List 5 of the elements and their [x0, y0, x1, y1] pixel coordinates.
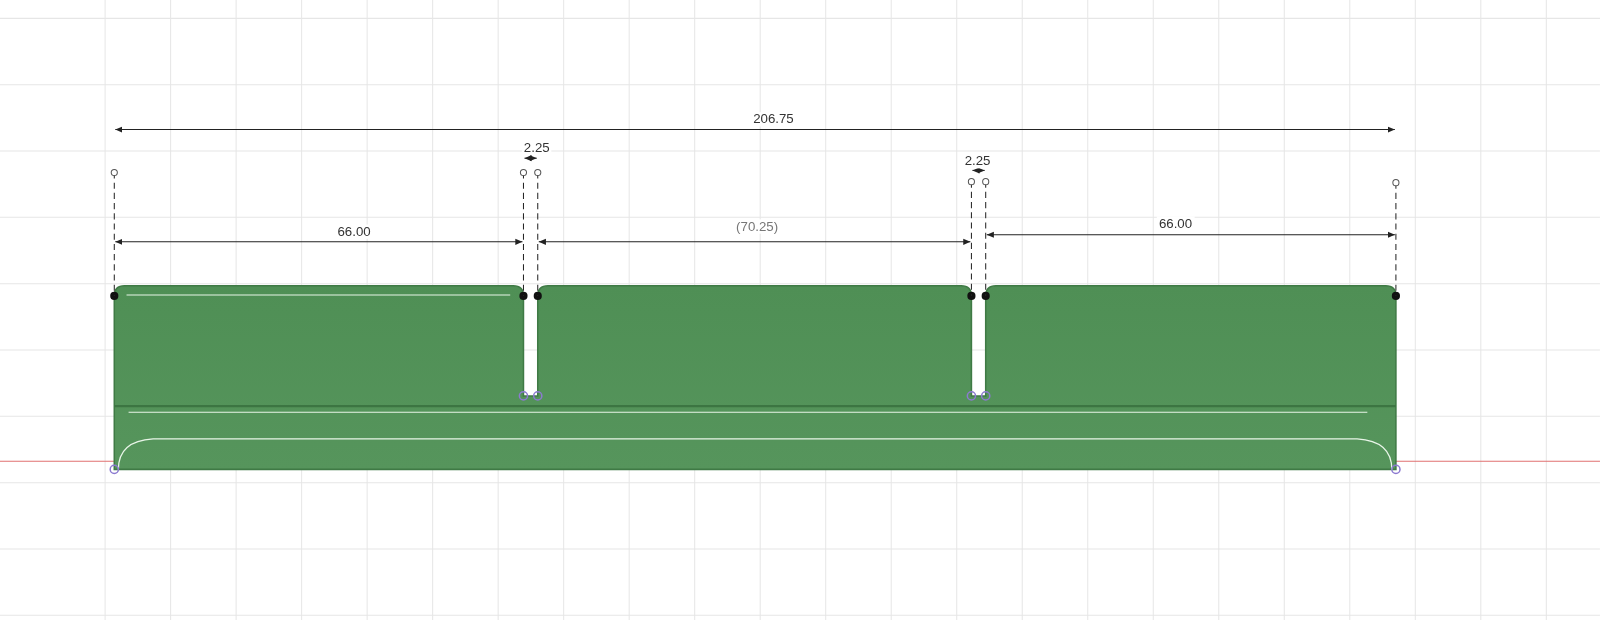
dimension-label: 2.25	[962, 154, 993, 169]
dimension-label: 206.75	[751, 112, 796, 127]
dimension-label: (70.25)	[734, 219, 781, 234]
dimension-label: 66.00	[335, 224, 373, 239]
dimension-label: 66.00	[1156, 216, 1195, 231]
